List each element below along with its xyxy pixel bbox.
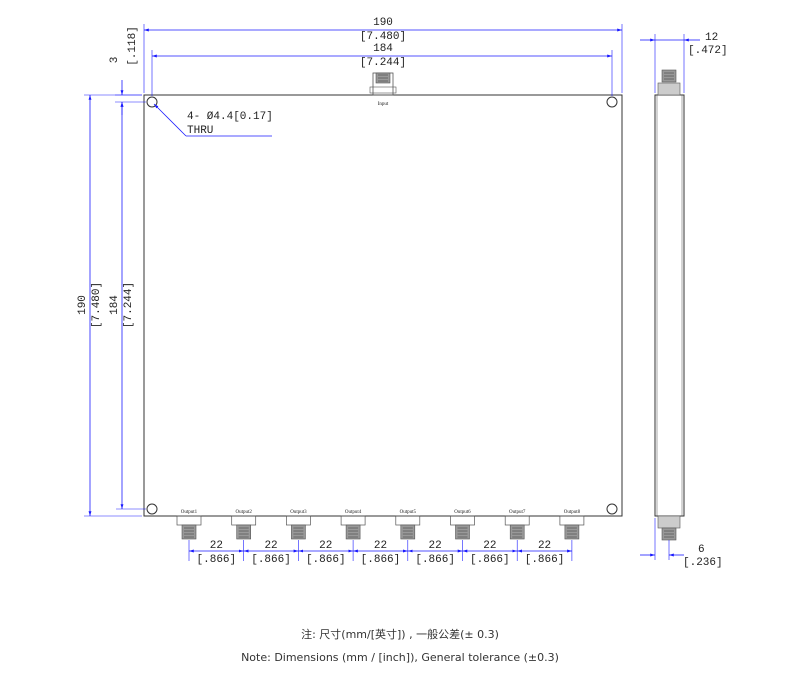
pitch-mm-7: 22 — [538, 540, 551, 552]
pitch-in-2: [.866] — [251, 554, 291, 566]
front-view: Input — [143, 72, 623, 517]
pitch-in-1: [.866] — [197, 554, 237, 566]
output-connector-4 — [340, 515, 366, 540]
hole-spacing-x-in: [7.244] — [360, 57, 406, 69]
thickness-mm: 12 — [705, 32, 718, 44]
output-connector-2 — [231, 515, 257, 540]
overall-width-mm: 190 — [373, 17, 393, 29]
left-dimensions: 190 [7.480] 184 [7.244] — [77, 94, 146, 517]
output-connector-1 — [176, 515, 202, 540]
output-connector-7 — [504, 515, 530, 540]
pitch-mm-4: 22 — [374, 540, 387, 552]
hole-offset-dimension: 3 [.118] — [109, 26, 146, 115]
input-connector — [369, 72, 397, 96]
hole-spacing-x-mm: 184 — [373, 43, 393, 55]
mounting-hole-top-left — [146, 96, 158, 108]
output-label-6: Output6 — [454, 510, 471, 515]
mounting-hole-bottom-right — [606, 503, 618, 515]
hole-spacing-y-in: [7.244] — [123, 282, 135, 328]
thickness-in: [.472] — [688, 45, 728, 57]
side-housing-outline — [654, 94, 685, 517]
hole-callout-thru: THRU — [187, 125, 213, 137]
output-label-4: Output4 — [345, 510, 362, 515]
pitch-mm-2: 22 — [264, 540, 277, 552]
pitch-mm-6: 22 — [483, 540, 496, 552]
output-label-7: Output7 — [509, 510, 526, 515]
output-connectors: Output1 Output2 Output3 Output4 Output5 Outpu… — [176, 510, 585, 540]
pitch-mm-5: 22 — [429, 540, 442, 552]
overall-height-mm: 190 — [77, 295, 89, 315]
output-connector-5 — [395, 515, 421, 540]
hole-spacing-y-mm: 184 — [109, 295, 121, 315]
hole-offset-mm: 3 — [109, 57, 121, 64]
pitch-in-5: [.866] — [415, 554, 455, 566]
mounting-hole-bottom-left — [146, 503, 158, 515]
pitch-in-6: [.866] — [470, 554, 510, 566]
top-dimensions: 190 [7.480] 184 [7.244] — [143, 17, 623, 96]
pitch-in-4: [.866] — [361, 554, 401, 566]
side-output-connector — [657, 515, 681, 541]
housing-outline — [143, 94, 623, 517]
note-english: Note: Dimensions (mm / [inch]), General … — [241, 651, 559, 664]
output-label-8: Output8 — [564, 510, 581, 515]
input-label: Input — [378, 102, 389, 107]
overall-height-in: [7.480] — [91, 282, 103, 328]
output-label-2: Output2 — [236, 510, 253, 515]
hole-callout: 4- Ø4.4[0.17] THRU — [153, 103, 273, 137]
output-connector-6 — [450, 515, 475, 540]
output-connector-3 — [286, 515, 311, 540]
pitch-mm-3: 22 — [319, 540, 332, 552]
output-label-3: Output3 — [290, 510, 307, 515]
hole-offset-in: [.118] — [127, 26, 139, 66]
pitch-mm-1: 22 — [210, 540, 223, 552]
output-connector-8 — [559, 515, 585, 540]
output-label-1: Output1 — [181, 510, 198, 515]
pitch-in-7: [.866] — [525, 554, 565, 566]
mounting-hole-top-right — [606, 96, 618, 108]
connector-offset-in: [.236] — [683, 557, 723, 569]
note-chinese: 注: 尺寸(mm/[英寸]) , 一般公差(± 0.3) — [301, 628, 499, 641]
side-input-connector — [657, 69, 681, 96]
pitch-in-3: [.866] — [306, 554, 346, 566]
side-view: 12 [.472] 6 [.236] — [640, 32, 728, 569]
connector-offset-mm: 6 — [698, 544, 705, 556]
hole-callout-size: 4- Ø4.4[0.17] — [187, 111, 273, 123]
overall-width-in: [7.480] — [360, 31, 406, 43]
output-label-5: Output5 — [400, 510, 417, 515]
output-pitch-dimensions: 22 [.866] 22 [.866] 22 [.866] 22 [.866] 22 [.866]… — [188, 540, 573, 566]
